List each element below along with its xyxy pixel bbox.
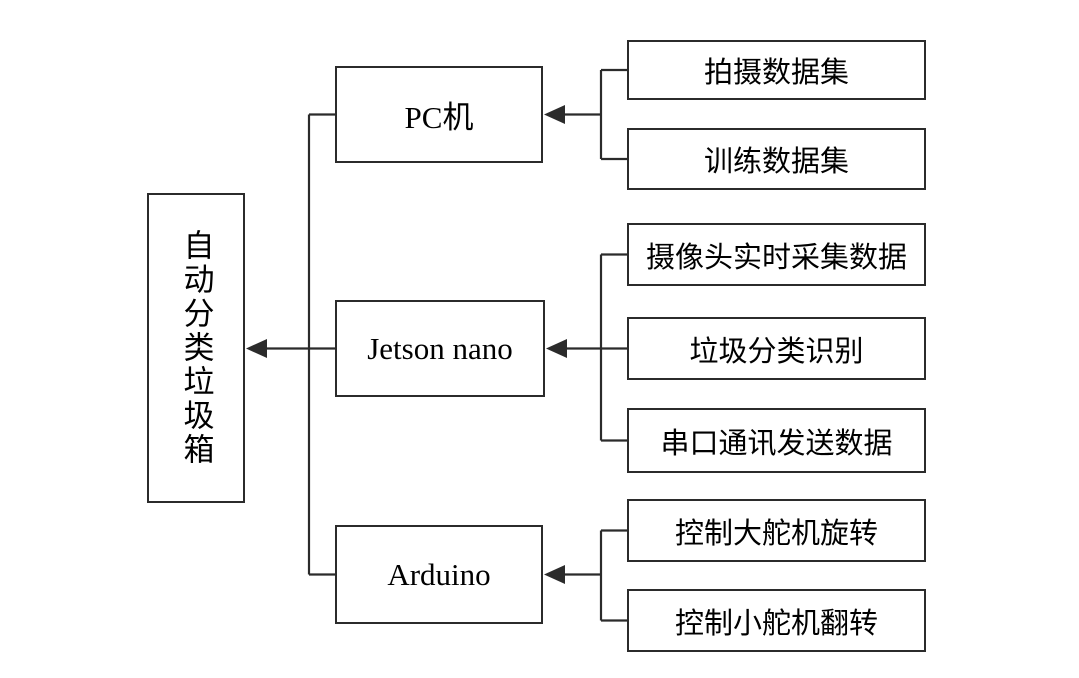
- node-jetson-nano-label: Jetson nano: [367, 330, 513, 366]
- leaf-label: 摄像头实时采集数据: [645, 241, 907, 274]
- node-jetson-child-serial-send: 串口通讯发送数据: [627, 408, 926, 473]
- node-arduino-child-big-servo: 控制大舵机旋转: [627, 499, 926, 562]
- node-pc-child-train-dataset: 训练数据集: [627, 128, 926, 190]
- arduino-group-connector: [544, 529, 628, 622]
- node-jetson-nano: Jetson nano: [335, 300, 545, 397]
- root-arrowhead: [246, 339, 267, 358]
- pc-group-connector: [544, 68, 628, 161]
- leaf-label: 控制大舵机旋转: [674, 517, 878, 550]
- jetson-arrowhead: [546, 339, 567, 358]
- node-root: 自动分类垃圾箱: [147, 193, 245, 503]
- node-pc: PC机: [335, 66, 543, 163]
- node-pc-child-capture-dataset: 拍摄数据集: [627, 40, 926, 100]
- node-jetson-child-camera-realtime: 摄像头实时采集数据: [627, 223, 926, 286]
- node-arduino: Arduino: [335, 525, 543, 624]
- pc-arrowhead: [544, 105, 565, 124]
- leaf-label: 垃圾分类识别: [689, 335, 864, 368]
- arduino-arrowhead: [544, 565, 565, 584]
- leaf-label: 控制小舵机翻转: [674, 607, 878, 640]
- node-arduino-label: Arduino: [387, 556, 491, 592]
- node-pc-label: PC机: [404, 100, 474, 135]
- leaf-label: 拍摄数据集: [703, 57, 849, 89]
- leaf-label: 串口通讯发送数据: [660, 427, 893, 460]
- left-trunk-connector: [246, 113, 336, 576]
- node-root-label: 自动分类垃圾箱: [178, 229, 214, 467]
- node-jetson-child-classify: 垃圾分类识别: [627, 317, 926, 380]
- jetson-group-connector: [546, 253, 628, 442]
- node-arduino-child-small-servo: 控制小舵机翻转: [627, 589, 926, 652]
- leaf-label: 训练数据集: [703, 146, 849, 178]
